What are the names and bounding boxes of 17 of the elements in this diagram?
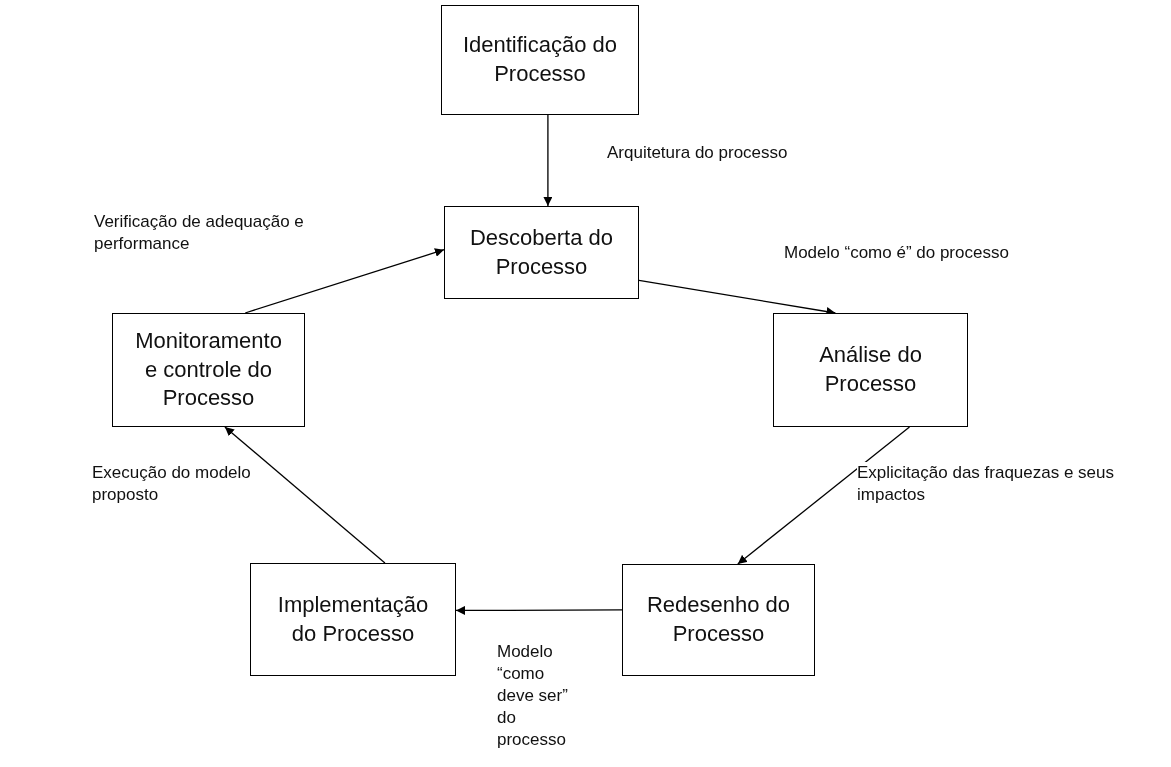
process-box bbox=[250, 563, 456, 676]
process-box bbox=[441, 5, 639, 115]
box-label: Redesenho do Processo bbox=[645, 591, 792, 648]
process-box bbox=[112, 313, 305, 427]
process-box bbox=[444, 206, 639, 299]
arrow bbox=[737, 426, 911, 565]
arrow bbox=[244, 248, 445, 314]
box-label: Descoberta do Processo bbox=[468, 223, 615, 281]
arrow bbox=[455, 605, 623, 615]
box-label: Identificação do Processo bbox=[461, 31, 619, 88]
arrow bbox=[543, 114, 553, 207]
process-box bbox=[622, 564, 815, 676]
process-box bbox=[773, 313, 968, 427]
box-label: Análise do Processo bbox=[818, 341, 923, 398]
arrow bbox=[224, 426, 386, 564]
box-label: Monitoramento e controle do Processo bbox=[134, 327, 283, 413]
box-label: Implementação do Processo bbox=[276, 590, 430, 648]
